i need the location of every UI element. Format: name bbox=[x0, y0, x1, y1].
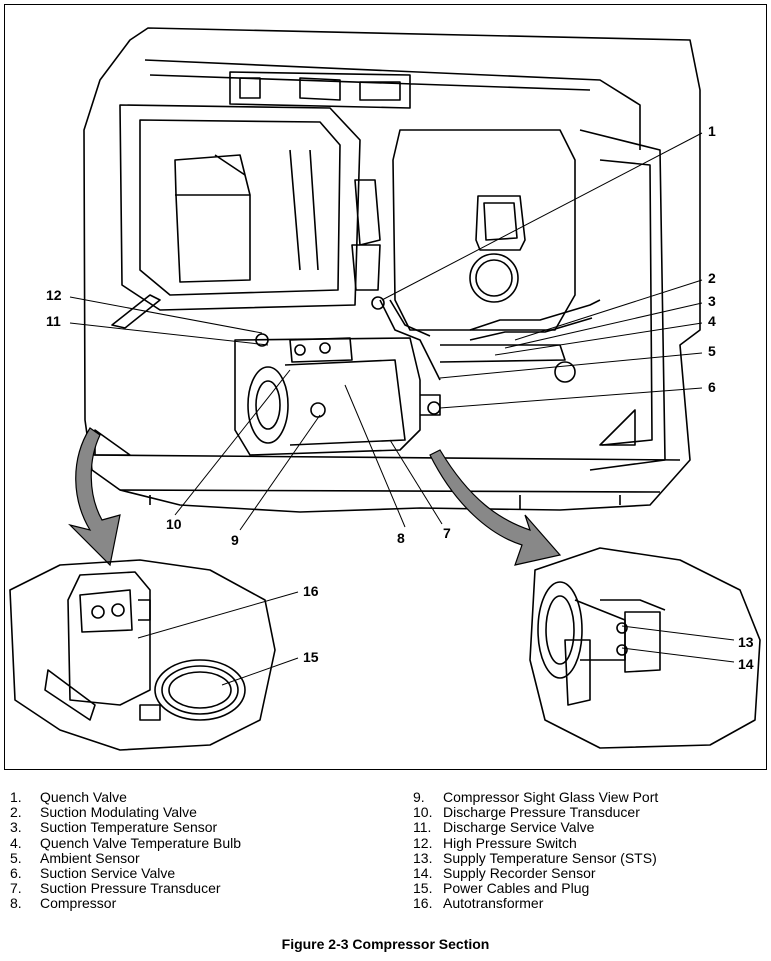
suction-pipe bbox=[469, 299, 601, 341]
legend-item: 14.Supply Recorder Sensor bbox=[413, 865, 596, 882]
callout-14: 14 bbox=[738, 656, 754, 672]
legend-item: 10.Discharge Pressure Transducer bbox=[413, 804, 640, 821]
left-detail-outline bbox=[9, 559, 276, 751]
legend-item: 8.Compressor bbox=[10, 895, 117, 912]
arrow-right-detail bbox=[429, 449, 562, 566]
arrow-left-detail bbox=[68, 427, 121, 567]
right-panel bbox=[579, 129, 666, 471]
callout-3: 3 bbox=[708, 293, 716, 309]
coil-tank bbox=[392, 129, 576, 331]
right-detail-outline bbox=[529, 547, 761, 749]
callout-4: 4 bbox=[708, 313, 716, 329]
callout-5: 5 bbox=[708, 343, 716, 359]
callout-16: 16 bbox=[303, 583, 319, 599]
callout-1: 1 bbox=[708, 123, 716, 139]
legend-item: 1.Quench Valve bbox=[10, 789, 127, 805]
callout-13: 13 bbox=[738, 634, 754, 650]
callout-11: 11 bbox=[46, 313, 61, 329]
legend-item: 6.Suction Service Valve bbox=[10, 865, 176, 882]
figure-caption: Figure 2-3 Compressor Section bbox=[281, 936, 490, 952]
unit-outline bbox=[83, 27, 701, 513]
filter-drier bbox=[351, 179, 381, 291]
legend-item: 3.Suction Temperature Sensor bbox=[10, 819, 218, 836]
legend-item: 4.Quench Valve Temperature Bulb bbox=[10, 834, 242, 851]
legend-item: 16.Autotransformer bbox=[413, 895, 544, 912]
compressor-section-drawing: 1 2 3 4 5 6 7 8 9 10 11 12 13 14 15 16 bbox=[9, 27, 761, 751]
leader-lines bbox=[69, 132, 735, 686]
callout-15: 15 bbox=[303, 649, 319, 665]
legend-item: 7.Suction Pressure Transducer bbox=[10, 880, 221, 897]
legend-left: 1.Quench Valve 2.Suction Modulating Valv… bbox=[10, 789, 400, 912]
callout-10: 10 bbox=[166, 516, 182, 532]
callout-2: 2 bbox=[708, 270, 716, 286]
callout-9: 9 bbox=[231, 532, 239, 548]
legend-item: 2.Suction Modulating Valve bbox=[10, 804, 197, 821]
callout-8: 8 bbox=[397, 530, 405, 546]
compressor-body bbox=[234, 337, 421, 456]
callout-12: 12 bbox=[46, 287, 62, 303]
legend-item: 12.High Pressure Switch bbox=[413, 834, 577, 851]
legend-item: 5.Ambient Sensor bbox=[10, 849, 140, 866]
callout-labels: 1 2 3 4 5 6 7 8 9 10 11 12 13 14 15 16 bbox=[46, 123, 754, 672]
callout-7: 7 bbox=[443, 525, 451, 541]
legend-item: 13.Supply Temperature Sensor (STS) bbox=[413, 849, 657, 866]
callout-6: 6 bbox=[708, 379, 716, 395]
legend-item: 9.Compressor Sight Glass View Port bbox=[413, 789, 659, 805]
legend-right: 9.Compressor Sight Glass View Port 10.Di… bbox=[413, 789, 763, 912]
evaporator-box bbox=[119, 104, 361, 311]
top-rail bbox=[144, 59, 641, 150]
legend-item: 11.Discharge Service Valve bbox=[413, 819, 595, 836]
legend-item: 15.Power Cables and Plug bbox=[413, 880, 590, 897]
